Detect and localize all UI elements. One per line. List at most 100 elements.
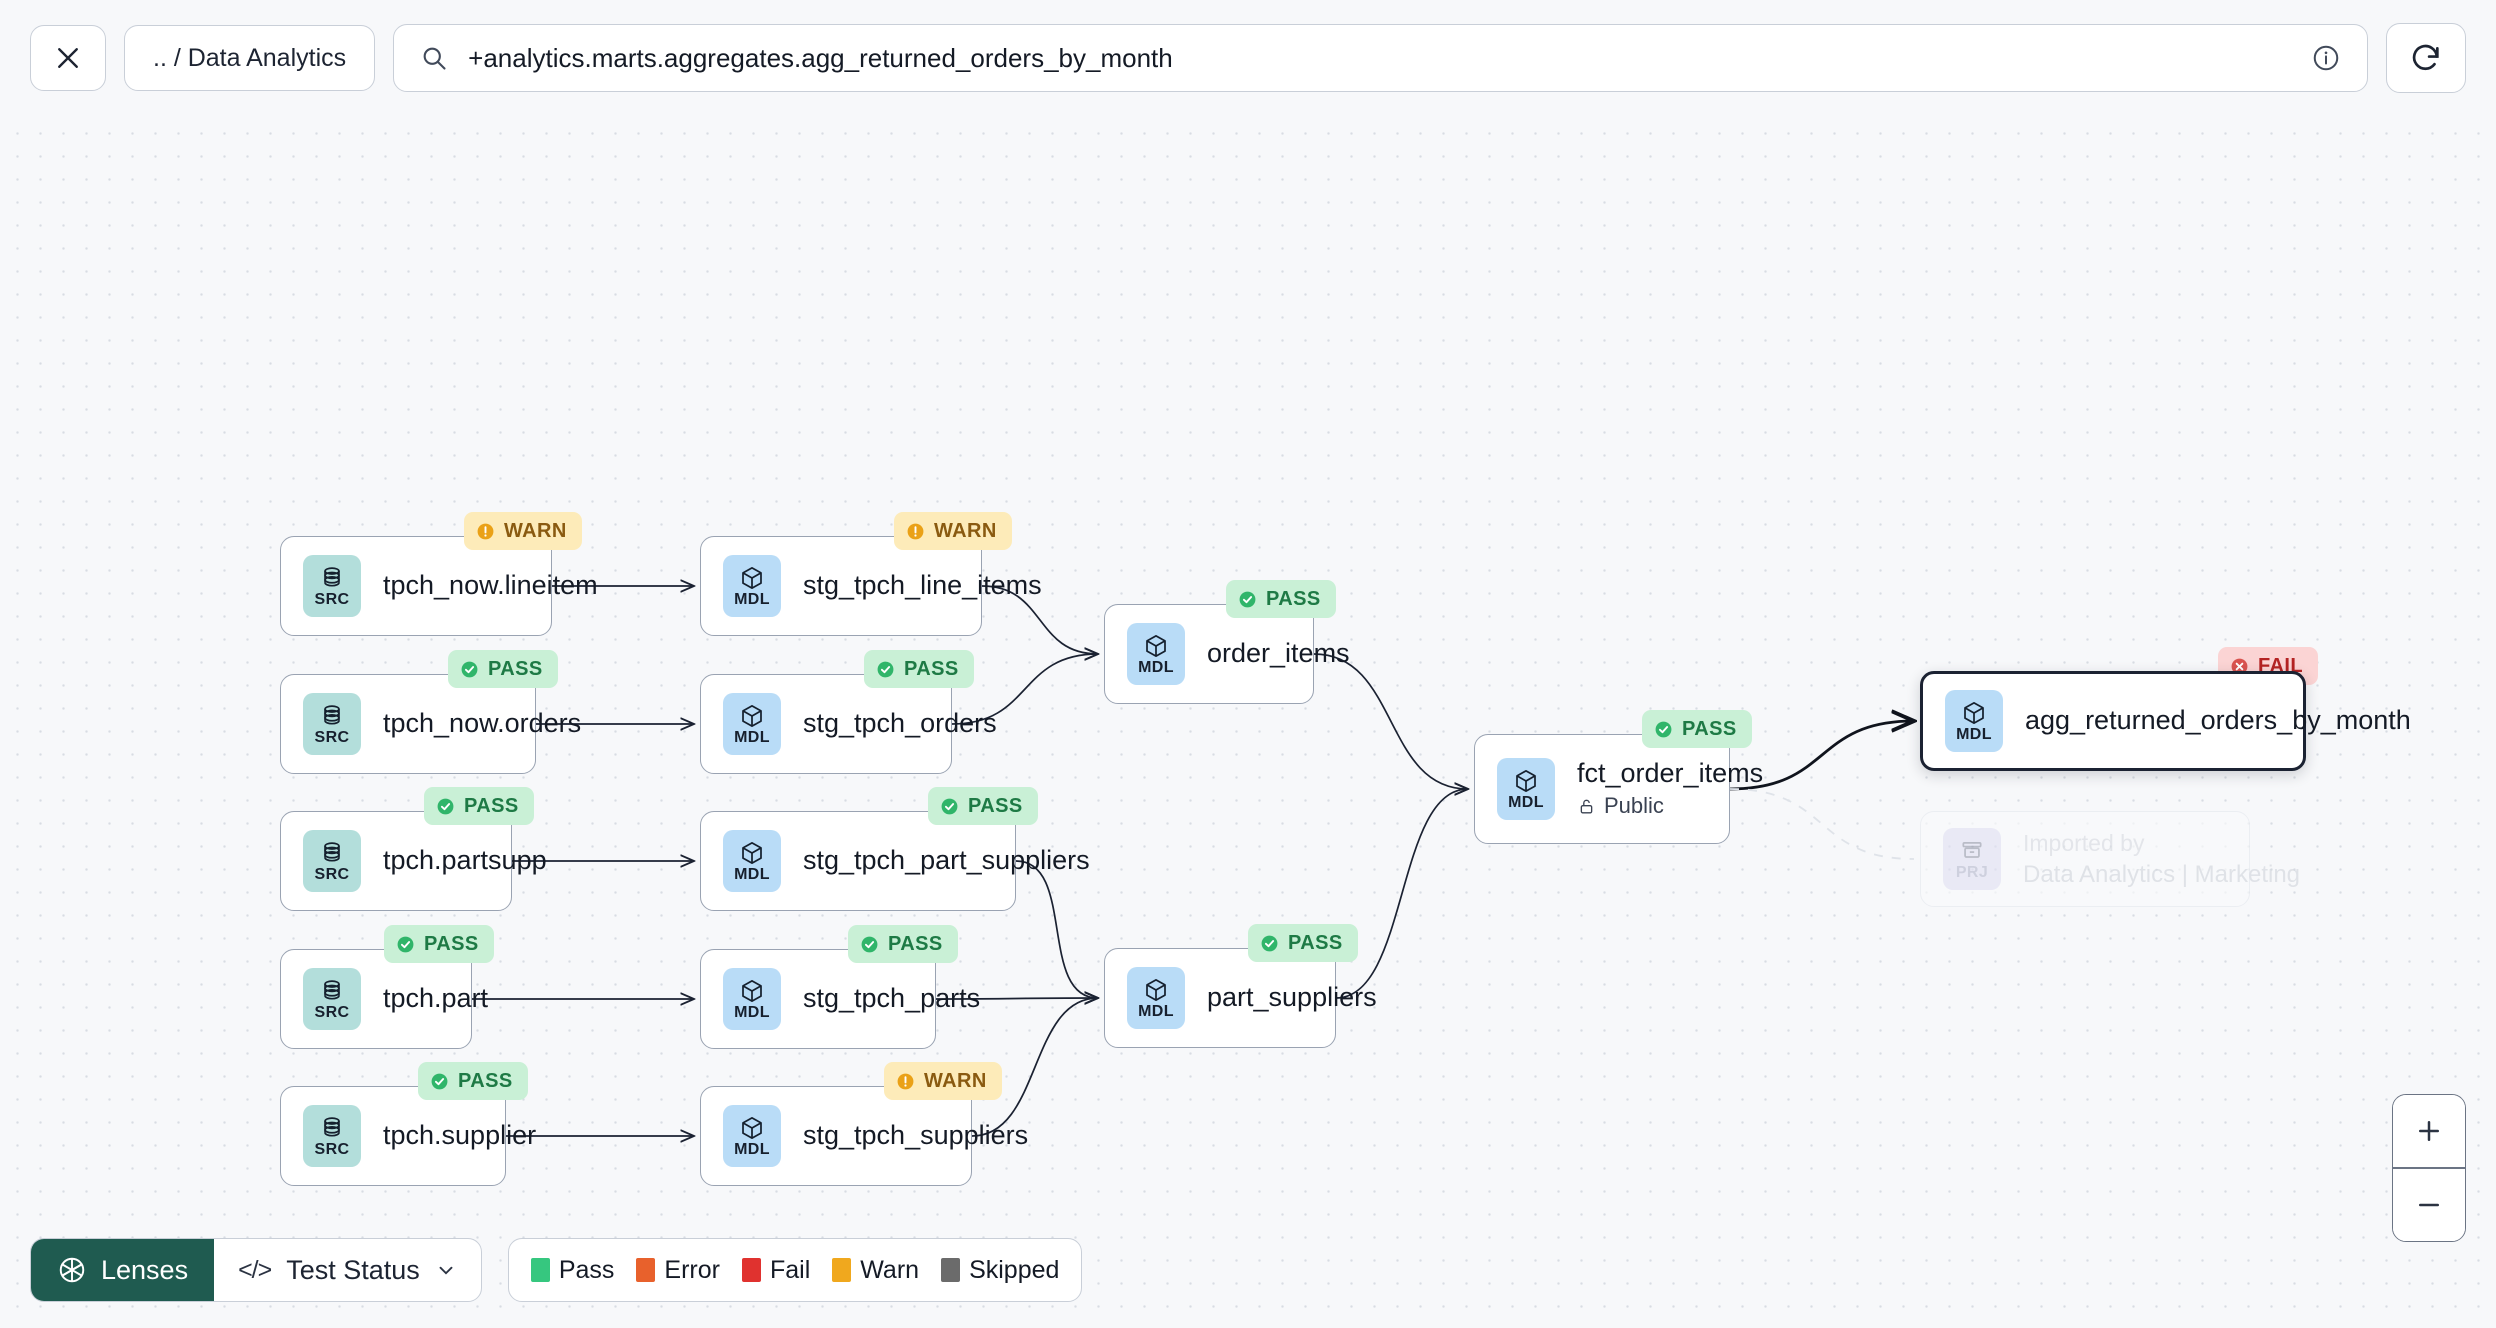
legend-item-skipped[interactable]: Skipped [941,1256,1059,1285]
pass-icon [941,798,958,814]
node-body: tpch_now.lineitem [383,570,598,601]
node-type-label: MDL [734,728,770,746]
status-badge-pass[interactable]: PASS [418,1062,528,1100]
node-type-label: MDL [1138,1002,1174,1020]
status-badge-warn[interactable]: WARN [464,512,582,550]
status-badge-pass[interactable]: PASS [384,925,494,963]
node-body: order_items [1207,638,1350,669]
zoom-divider [2393,1167,2465,1169]
node-type-chip-src: SRC [303,555,361,617]
top-bar: .. / Data Analytics +analytics.marts.agg… [0,0,2496,116]
lenses-label: Lenses [101,1254,189,1285]
zoom-in-button[interactable] [2393,1095,2465,1168]
warn-icon [897,1073,914,1089]
node-type-chip-mdl: MDL [723,555,781,617]
status-badge-pass[interactable]: PASS [1248,924,1358,962]
database-icon [324,841,340,862]
bottom-toolbar: Lenses </> Test Status Pass Error Fail Warn… [30,1238,1083,1302]
plus-icon [2419,1121,2439,1142]
status-badge-pass[interactable]: PASS [1642,710,1752,748]
status-badge-label: PASS [424,932,479,955]
status-badge-label: PASS [488,657,543,680]
search-bar[interactable]: +analytics.marts.aggregates.agg_returned… [393,24,2368,92]
status-badge-label: PASS [458,1069,513,1092]
cube-icon [742,841,762,864]
search-input[interactable]: +analytics.marts.aggregates.agg_returned… [468,42,1173,73]
database-icon [324,1116,340,1137]
legend-item-error[interactable]: Error [636,1256,720,1285]
node-title: part_suppliers [1207,982,1377,1013]
node-type-label: MDL [734,590,770,608]
close-button[interactable] [30,25,106,91]
cube-icon [742,1116,762,1139]
refresh-button[interactable] [2386,23,2466,93]
status-badge-warn[interactable]: WARN [894,512,1012,550]
status-badge-pass[interactable]: PASS [848,925,958,963]
node-title: tpch.supplier [383,1120,537,1151]
status-badge-pass[interactable]: PASS [424,787,534,825]
lenses-button[interactable]: Lenses [31,1239,215,1301]
node-type-label: MDL [1956,725,1992,743]
node-type-chip-mdl: MDL [1945,690,2003,752]
legend-swatch [530,1258,550,1282]
graph-node-agg-returned-orders-by-month[interactable]: MDL agg_returned_orders_by_month [1920,671,2411,771]
node-type-chip-mdl: MDL [723,968,781,1030]
project-icon [1962,841,1982,858]
node-type-label: SRC [314,865,350,883]
legend-swatch [741,1258,761,1282]
aperture-icon [59,1257,85,1283]
legend-swatch [832,1258,852,1282]
status-badge-warn[interactable]: WARN [884,1062,1002,1100]
info-icon[interactable] [2311,43,2341,73]
pass-icon [1261,935,1278,951]
legend-label: Fail [769,1255,811,1284]
graph-node-tpch-now-lineitem[interactable]: SRC tpch_now.lineitem [280,536,598,636]
breadcrumb[interactable]: .. / Data Analytics [124,25,376,91]
status-badge-label: WARN [924,1069,987,1092]
graph-node-part-suppliers[interactable]: MDL part_suppliers [1104,948,1377,1048]
zoom-controls [2392,1094,2466,1242]
legend-item-fail[interactable]: Fail [741,1255,811,1285]
node-body: stg_tpch_suppliers [803,1120,1028,1151]
status-badge-pass[interactable]: PASS [864,650,974,688]
cube-icon [742,566,762,589]
warn-icon [907,523,924,539]
status-badge-label: PASS [1266,587,1321,610]
legend-item-pass[interactable]: Pass [530,1256,614,1285]
pass-icon [861,936,878,952]
legend-label: Skipped [969,1255,1060,1284]
refresh-icon [2412,44,2439,71]
node-type-chip-mdl: MDL [1497,758,1555,820]
node-type-chip-mdl: MDL [1127,967,1185,1029]
legend-item-warn[interactable]: Warn [832,1256,919,1285]
status-badge-pass[interactable]: PASS [1226,580,1336,618]
status-badge-label: PASS [1288,931,1343,954]
node-type-chip-src: SRC [303,693,361,755]
pass-icon [431,1073,448,1089]
status-badge-pass[interactable]: PASS [928,787,1038,825]
node-type-chip-prj: PRJ [1943,828,2001,890]
graph-edge [981,585,1098,654]
test-status-dropdown[interactable]: </> Test Status [214,1239,481,1301]
node-body: agg_returned_orders_by_month [2025,705,2411,736]
cube-icon [1146,634,1166,657]
status-badge-pass[interactable]: PASS [448,650,558,688]
status-legend: Pass Error Fail Warn Skipped [507,1238,1083,1302]
graph-edge [971,998,1098,1137]
zoom-out-button[interactable] [2393,1169,2465,1241]
lenses-group: Lenses </> Test Status [30,1238,482,1302]
